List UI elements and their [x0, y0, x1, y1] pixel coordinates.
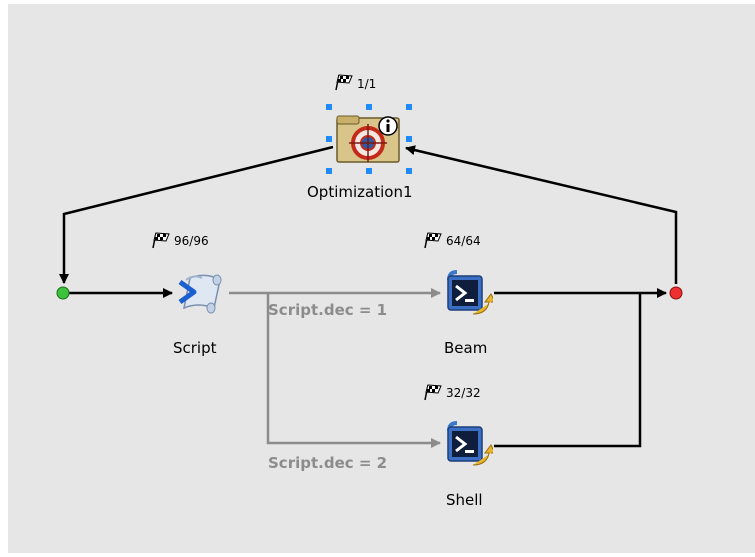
wire-shell-to-end[interactable]	[494, 293, 642, 448]
condition-label-beam[interactable]: Script.dec = 1	[268, 301, 388, 319]
selection-handle[interactable]	[406, 104, 412, 110]
optimization-node[interactable]	[334, 112, 402, 166]
beam-label: Beam	[444, 339, 488, 357]
script-run-count: 96/96	[174, 234, 209, 248]
shell-run-count: 32/32	[446, 386, 481, 400]
optimization-run-count: 1/1	[357, 77, 377, 91]
wire-end-to-optimization[interactable]	[405, 145, 678, 284]
end-node[interactable]	[669, 286, 683, 300]
selection-handle[interactable]	[326, 104, 332, 110]
beam-run-count: 64/64	[446, 234, 481, 248]
selection-handle[interactable]	[406, 136, 412, 142]
checkered-flag-icon	[152, 232, 170, 249]
shell-command-icon	[447, 270, 496, 315]
checkered-flag-icon	[424, 232, 442, 249]
checkered-flag-icon	[335, 74, 353, 91]
condition-label-shell[interactable]: Script.dec = 2	[268, 454, 388, 472]
script-label: Script	[173, 339, 217, 357]
start-node[interactable]	[56, 286, 70, 300]
workflow-panel	[8, 4, 755, 553]
optimization-target-icon	[336, 115, 400, 163]
selection-handle[interactable]	[326, 168, 332, 174]
shell-label: Shell	[446, 491, 483, 509]
script-node[interactable]	[176, 272, 224, 314]
checkered-flag-icon	[424, 384, 442, 401]
wire-optimization-to-start[interactable]	[59, 145, 334, 284]
script-scroll-icon	[178, 274, 222, 314]
selection-handle[interactable]	[366, 168, 372, 174]
shell-node[interactable]	[443, 421, 496, 469]
selection-handle[interactable]	[326, 136, 332, 142]
beam-node[interactable]	[443, 270, 496, 318]
selection-handle[interactable]	[406, 168, 412, 174]
shell-command-icon	[447, 421, 496, 466]
selection-handle[interactable]	[366, 104, 372, 110]
optimization-label: Optimization1	[307, 183, 413, 201]
wire-script-to-shell[interactable]	[266, 293, 441, 448]
